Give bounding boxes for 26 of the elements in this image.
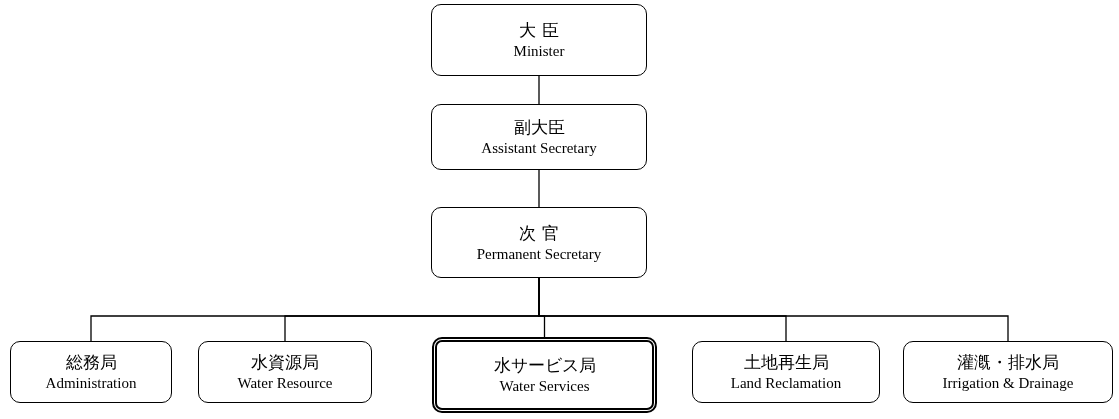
japanese-title: 土地再生局 — [743, 351, 829, 373]
japanese-title: 水資源局 — [251, 351, 319, 373]
org-box — [903, 341, 1113, 403]
org-box — [198, 341, 372, 403]
english-title: Permanent Secretary — [476, 244, 602, 264]
english-title: Administration — [45, 374, 137, 393]
connector-line — [538, 169, 540, 208]
japanese-title: 大 臣 — [519, 19, 559, 41]
org-box — [692, 341, 880, 403]
org-box — [10, 341, 172, 403]
japanese-title: 次 官 — [519, 221, 559, 244]
org-box — [431, 207, 647, 278]
english-title: Land Reclamation — [730, 374, 842, 393]
japanese-title: 水サービス局 — [493, 354, 596, 376]
english-title: Assistant Secretary — [481, 139, 597, 158]
japanese-title: 総務局 — [65, 351, 117, 373]
japanese-title: 副大臣 — [513, 116, 565, 138]
english-title: Minister — [513, 42, 565, 61]
english-title: Irrigation & Drainage — [942, 374, 1074, 393]
japanese-title: 灌漑・排水局 — [957, 351, 1059, 373]
english-title: Water Resource — [237, 374, 333, 393]
connector-line — [538, 75, 540, 105]
english-title: Water Services — [499, 377, 590, 396]
org-box — [431, 4, 647, 76]
org-box — [431, 104, 647, 170]
org-box — [432, 337, 657, 413]
